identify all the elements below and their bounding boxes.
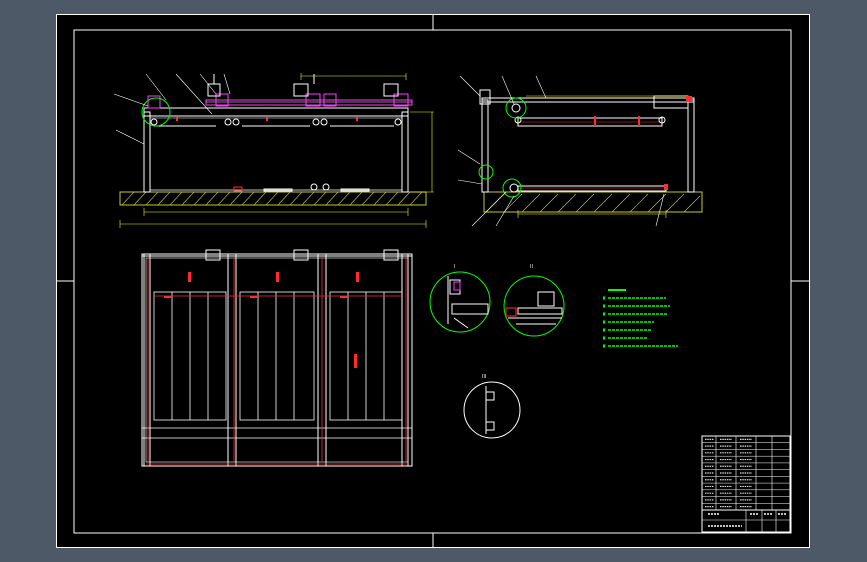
detail-3-tag: III [482, 374, 486, 380]
technical-notes [603, 289, 678, 348]
front-gear-units [147, 93, 409, 109]
drawing-sheet: I II III [56, 14, 810, 548]
side-detail-callout-b [478, 164, 494, 180]
note-number [603, 344, 605, 348]
front-floor-plate-1 [233, 186, 243, 192]
side-ground-hatch [485, 193, 701, 213]
plan-view [141, 249, 413, 467]
inner-border [73, 29, 792, 534]
front-ground-slab [119, 191, 427, 206]
plan-outline [141, 253, 413, 467]
detail-1-tag: I [454, 264, 455, 270]
plan-shaft-units [205, 249, 399, 261]
plan-pallets [142, 291, 412, 439]
detail-circle-2 [503, 275, 565, 337]
front-floor-plate-2 [263, 188, 293, 192]
front-floor-plate-3 [340, 188, 370, 192]
side-right-column [687, 99, 695, 193]
assembly-drawing: I II III [56, 14, 810, 548]
detail-2-tag: II [530, 264, 533, 270]
side-hardware [479, 89, 689, 193]
side-left-column [481, 99, 489, 193]
front-rail-bolts [176, 117, 358, 121]
detail-circle-3 [463, 381, 521, 439]
front-drive-rail [205, 99, 413, 106]
title-block [701, 435, 791, 533]
side-dimensions [517, 95, 686, 218]
front-left-column [143, 111, 151, 193]
detail-views: I II III [429, 264, 565, 439]
front-top-beam [143, 107, 409, 117]
side-detail-callout-a [505, 97, 527, 119]
side-detail-callout-c [502, 178, 522, 198]
note-number [603, 304, 605, 308]
detail-3-parts [485, 386, 495, 434]
front-dimensions [119, 73, 434, 228]
side-view [457, 75, 703, 227]
front-ground-hatch [121, 191, 423, 206]
front-motors [207, 74, 399, 97]
front-roller-hangers [150, 118, 402, 127]
front-view [113, 73, 434, 228]
note-number [603, 312, 605, 316]
outer-border [56, 14, 810, 548]
centering-marks [56, 14, 810, 548]
side-leaders [457, 75, 665, 227]
note-number [603, 328, 605, 332]
plan-red-marks [164, 272, 359, 368]
note-number [603, 296, 605, 300]
side-bolts [594, 96, 692, 190]
front-leaders [113, 73, 231, 145]
note-number [603, 320, 605, 324]
front-right-column [401, 111, 409, 193]
plan-red-members [146, 258, 408, 465]
front-detail-callout [141, 97, 171, 127]
side-ground-slab [483, 191, 703, 213]
detail-circle-1 [429, 271, 491, 333]
note-number [603, 336, 605, 340]
side-lower-platform [517, 185, 667, 192]
detail-2-parts [508, 291, 563, 325]
